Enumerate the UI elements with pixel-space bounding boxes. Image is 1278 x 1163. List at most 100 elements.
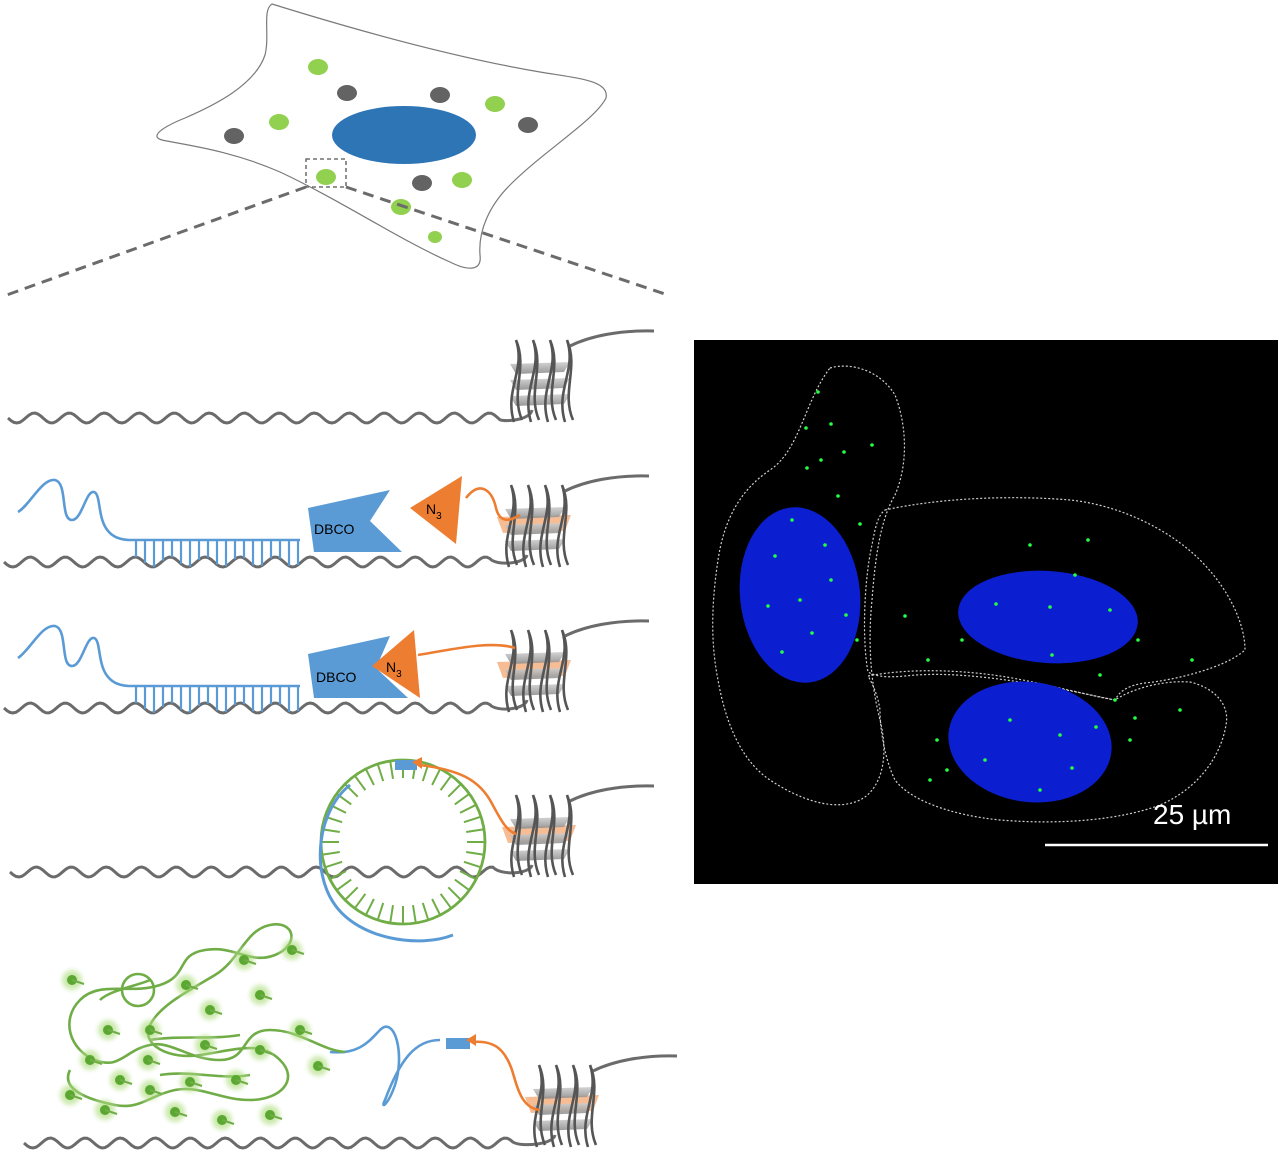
fluorescent-spot bbox=[1070, 766, 1074, 770]
fluorescent-spot bbox=[1098, 673, 1102, 677]
detection-probe-stem bbox=[174, 1111, 188, 1117]
quadruplex-strand-loops bbox=[505, 629, 570, 713]
dna-strand bbox=[7, 409, 534, 425]
detection-probe-stem bbox=[259, 1049, 273, 1055]
probe-strand bbox=[17, 624, 300, 688]
fluorescent-spot bbox=[1008, 718, 1012, 722]
fluorescent-spot bbox=[1113, 698, 1117, 702]
detection-probe-stem bbox=[189, 1081, 203, 1087]
azide-linker bbox=[417, 643, 516, 657]
azide-linker bbox=[464, 487, 521, 522]
padlock-rung bbox=[321, 851, 340, 856]
probe-end-block bbox=[446, 1038, 470, 1049]
padlock-rung bbox=[353, 775, 367, 791]
dna-strand-exit bbox=[592, 1054, 678, 1073]
panel3-labels: DBCO N3 bbox=[308, 630, 420, 698]
micro-nuclei bbox=[739, 507, 1138, 803]
padlock-rung bbox=[329, 870, 347, 881]
fluorescent-spot bbox=[819, 458, 823, 462]
panel2-labels: DBCO N3 bbox=[308, 476, 462, 552]
quadruplex-strand-loops bbox=[533, 1064, 598, 1148]
dna-strand bbox=[23, 1134, 557, 1150]
padlock-rung bbox=[353, 893, 367, 909]
padlock-rung bbox=[459, 870, 477, 881]
quadruplex-tetrad bbox=[510, 849, 570, 861]
padlock-rung bbox=[364, 768, 375, 786]
fluorescent-spot bbox=[1133, 716, 1137, 720]
padlock-rung bbox=[376, 763, 385, 782]
fluorescent-spot bbox=[1136, 638, 1140, 642]
zoom-box bbox=[305, 158, 347, 188]
fluorescent-spot bbox=[858, 522, 862, 526]
fluorescent-spot bbox=[1128, 738, 1132, 742]
azide-tip bbox=[466, 1034, 476, 1046]
quadruplex-tetrad bbox=[533, 1103, 593, 1115]
padlock-rung bbox=[431, 768, 442, 786]
quadruplex-strand-loops bbox=[510, 339, 575, 423]
azide-label: N3 bbox=[426, 501, 442, 522]
padlock-rung bbox=[412, 905, 417, 924]
padlock-rung bbox=[376, 902, 385, 921]
step-padlock-circularization bbox=[9, 757, 655, 943]
detection-probe-stem bbox=[147, 1059, 161, 1065]
detection-probe-stem bbox=[69, 1094, 83, 1100]
detection-probe-stem bbox=[269, 1114, 283, 1120]
detection-probe-stem bbox=[209, 1009, 223, 1015]
fluorescent-spot bbox=[1073, 573, 1077, 577]
dna-strand-exit bbox=[564, 474, 650, 493]
fluorescent-spot bbox=[842, 450, 846, 454]
quadruplex-tetrad bbox=[510, 378, 570, 390]
dna-strand bbox=[3, 554, 529, 569]
fluorescent-spot bbox=[960, 638, 964, 642]
probe-arc bbox=[318, 783, 454, 943]
organelles-gray bbox=[224, 85, 538, 191]
padlock-rung bbox=[466, 851, 485, 856]
quadruplex-tetrad bbox=[505, 523, 565, 535]
dna-strand-exit bbox=[569, 329, 655, 348]
detection-probe-stem bbox=[119, 1079, 133, 1085]
fluorescent-spot bbox=[773, 554, 777, 558]
fluorescent-spot bbox=[1048, 605, 1052, 609]
dbco-block-conjugated bbox=[308, 636, 408, 698]
azide-label-sub: 3 bbox=[436, 511, 442, 522]
step-probe-hybridization bbox=[3, 474, 650, 569]
padlock-rung bbox=[389, 760, 394, 779]
detection-probe-stem bbox=[291, 949, 305, 955]
padlock-rung bbox=[321, 828, 340, 833]
step-rolling-circle-amplification bbox=[23, 923, 678, 1150]
padlock-rung bbox=[463, 815, 482, 824]
padlock-rung bbox=[459, 803, 477, 814]
detection-probe-stem bbox=[71, 979, 85, 985]
fluorescent-spot bbox=[810, 631, 814, 635]
fluorescent-spots bbox=[766, 390, 1194, 792]
padlock-rung bbox=[336, 878, 352, 892]
fluorescent-spot bbox=[829, 578, 833, 582]
fluorescent-spot bbox=[780, 650, 784, 654]
fluorescent-spot bbox=[903, 614, 907, 618]
dna-strand bbox=[3, 699, 529, 715]
fluorescent-spot bbox=[790, 518, 794, 522]
padlock-rung bbox=[466, 828, 485, 833]
quadruplex-tetrad bbox=[510, 833, 570, 845]
fluorescent-spot bbox=[935, 738, 939, 742]
padlock-rung bbox=[344, 886, 359, 901]
dna-strand-exit bbox=[564, 619, 650, 638]
padlock-rung bbox=[447, 886, 462, 901]
quadruplex-tetrad bbox=[505, 539, 565, 551]
padlock-rung bbox=[439, 775, 453, 791]
quadruplex-strand-loops bbox=[505, 484, 570, 568]
detection-probe-stem bbox=[317, 1065, 331, 1071]
fluorescent-spot bbox=[829, 422, 833, 426]
detection-probe-stem bbox=[235, 1079, 249, 1085]
scale-bar-label: 25 µm bbox=[1153, 799, 1231, 830]
dna-strand bbox=[9, 864, 534, 879]
probe-tail bbox=[329, 1025, 441, 1107]
detection-probe-stem bbox=[259, 994, 273, 1000]
detection-probe-stem bbox=[243, 959, 257, 965]
quadruplex-tetrad bbox=[533, 1119, 593, 1131]
fluorescent-spot bbox=[1190, 658, 1194, 662]
fluorescent-spot bbox=[994, 602, 998, 606]
fluorescent-spot bbox=[928, 778, 932, 782]
azide-tip bbox=[412, 757, 422, 769]
fluorescent-spot bbox=[1178, 708, 1182, 712]
